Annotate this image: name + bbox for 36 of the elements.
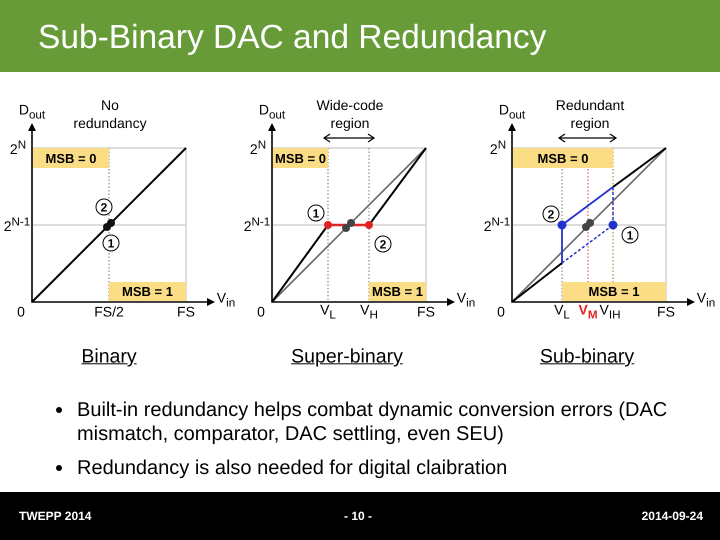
tick-label: FS bbox=[177, 304, 195, 320]
tick-label: 0 bbox=[497, 304, 505, 320]
tick-label: V$_{M}$ bbox=[578, 302, 598, 322]
axis-label: V$_{in}$ bbox=[696, 290, 716, 310]
tick-label: 2$^{N-1}$ bbox=[4, 215, 30, 235]
panel-caption: Super-binary bbox=[291, 345, 403, 369]
bullet-text: Built-in redundancy helps combat dynamic conversion errors (DAC mismatch, comparator, DAC settling, even SEU) bbox=[77, 398, 668, 446]
axis-label: D$_{out}$ bbox=[18, 102, 46, 122]
tick-label: V$_{L}$ bbox=[554, 302, 570, 322]
plot-heading: No redundancy bbox=[72, 96, 148, 132]
tick-label: FS/2 bbox=[94, 304, 124, 320]
footer-text: TWEPP 2014 bbox=[19, 509, 92, 523]
panel-caption: Sub-binary bbox=[540, 345, 634, 369]
tick-label: 0 bbox=[17, 304, 25, 320]
axis-label: V$_{in}$ bbox=[216, 290, 236, 310]
region-annotation: Redundant region bbox=[554, 96, 626, 132]
axis-label: D$_{out}$ bbox=[258, 102, 286, 122]
page-number: - 10 - bbox=[344, 509, 372, 523]
date-text: 2014-09-24 bbox=[642, 509, 703, 523]
region-annotation: Wide-code region bbox=[316, 96, 384, 132]
panel-caption: Binary bbox=[81, 345, 137, 369]
tick-label: V$_{IH}$ bbox=[600, 302, 620, 322]
tick-label: V$_{L}$ bbox=[320, 302, 336, 322]
tick-label: 2$^{N}$ bbox=[250, 138, 266, 158]
tick-label: 2$^{N-1}$ bbox=[484, 215, 510, 235]
tick-label: 2$^{N}$ bbox=[10, 138, 26, 158]
tick-label: FS bbox=[657, 304, 675, 320]
axis-label: V$_{in}$ bbox=[456, 290, 476, 310]
tick-label: 2$^{N}$ bbox=[490, 138, 506, 158]
tick-label: 2$^{N-1}$ bbox=[244, 215, 270, 235]
slide-title: Sub-Binary DAC and Redundancy bbox=[38, 20, 546, 57]
axis-label: D$_{out}$ bbox=[498, 102, 526, 122]
tick-label: V$_{H}$ bbox=[360, 302, 378, 322]
bullet-text: Redundancy is also needed for digital claibration bbox=[77, 456, 508, 480]
tick-label: 0 bbox=[257, 304, 265, 320]
tick-label: FS bbox=[417, 304, 435, 320]
